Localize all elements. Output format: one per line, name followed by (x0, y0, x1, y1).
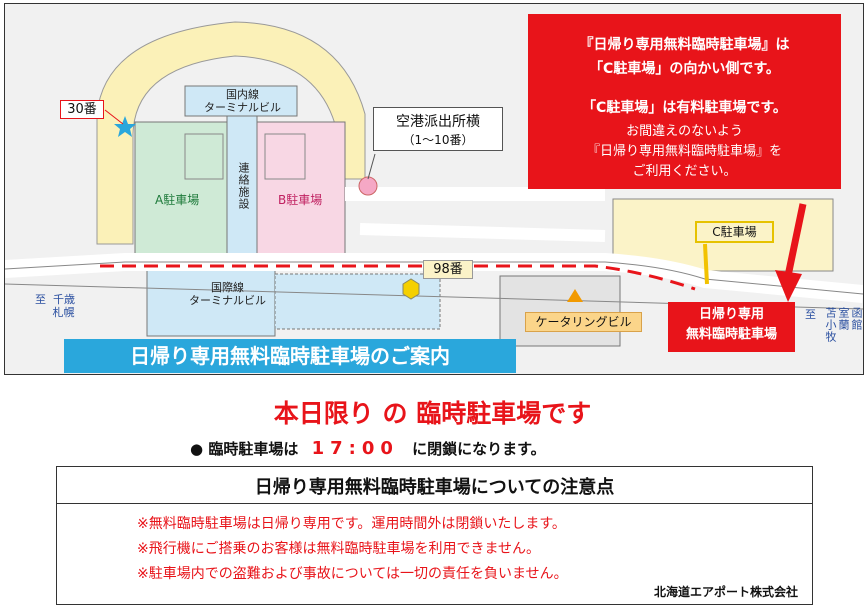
parking-a-label: A駐車場 (155, 193, 200, 207)
police-box-label: 空港派出所横 （1～10番） (373, 107, 503, 151)
catering-building-area (499, 275, 621, 347)
intl-terminal-area (146, 265, 276, 337)
gate-30-label: 30番 (60, 100, 104, 119)
notes-box: 日帰り専用無料臨時駐車場についての注意点 ※無料臨時駐車場は日帰り専用です。運用… (56, 466, 813, 605)
closing-suffix: に閉鎖になります。 (412, 440, 546, 458)
notice-line-6: ご利用ください。 (632, 164, 737, 179)
hexagon-marker (402, 278, 420, 300)
note-item: ※無料臨時駐車場は日帰り専用です。運用時間外は閉鎖いたします。 (137, 516, 566, 532)
map-drawing (5, 21, 863, 347)
notice-line-5: 『日帰り専用無料臨時駐車場』を (586, 144, 782, 159)
parking-c-label: C駐車場 (695, 221, 774, 243)
gate-98-label: 98番 (423, 260, 473, 279)
red-notice-box: 『日帰り専用無料臨時駐車場』は 「C駐車場」の向かい側です。 「C駐車場」は有料… (528, 14, 841, 189)
parking-a-area (134, 121, 231, 258)
parking-b-area (256, 121, 346, 258)
airport-map: 30番 国内線ターミナルビル 連絡施設 A駐車場 B駐車場 空港派出所横 （1～… (4, 3, 864, 375)
notice-line-3: 「C駐車場」は有料駐車場です。 (582, 100, 787, 116)
route-line (100, 264, 696, 291)
closing-prefix: 臨時駐車場は (208, 440, 299, 458)
direction-left: 至 千歳 札幌 (35, 293, 75, 319)
company-name: 北海道エアポート株式会社 (653, 585, 798, 599)
police-box-marker (358, 176, 378, 196)
direction-right-place-3: 函館 (850, 307, 863, 331)
apron-arc (96, 21, 366, 245)
note-item: ※飛行機にご搭乗のお客様は無料臨時駐車場を利用できません。 (137, 541, 541, 557)
intl-terminal-label: 国際線ターミナルビル (189, 281, 266, 307)
headline: 本日限り の 臨時駐車場です (273, 399, 592, 428)
notice-line-2: 「C駐車場」の向かい側です。 (589, 61, 780, 77)
notes-title: 日帰り専用無料臨時駐車場についての注意点 (254, 477, 615, 498)
note-item: ※駐車場内での盗難および事故については一切の責任を負いません。 (137, 566, 568, 582)
red-arrow (784, 203, 807, 277)
triangle-marker (567, 289, 583, 302)
connector-label: 連絡施設 (237, 162, 250, 210)
closing-notice: ● 臨時駐車場は 17:00 に閉鎖になります。 (190, 438, 546, 459)
notice-line-1: 『日帰り専用無料臨時駐車場』は (579, 37, 790, 53)
catering-label: ケータリングビル (525, 312, 642, 332)
domestic-terminal-area (184, 85, 298, 117)
temp-parking-box: 日帰り専用無料臨時駐車場 (668, 302, 795, 352)
domestic-terminal-label: 国内線ターミナルビル (204, 88, 281, 114)
direction-right-place-1: 苫小牧 (824, 307, 837, 343)
direction-right-to: 至 (805, 308, 816, 321)
parking-b-label: B駐車場 (278, 193, 323, 207)
star-icon (114, 116, 136, 137)
bullet-icon: ● (190, 440, 204, 458)
direction-right-place-2: 室蘭 (837, 307, 850, 331)
closing-time: 17:00 (311, 438, 399, 459)
notice-line-4: お間違えのないよう (626, 124, 743, 139)
guide-banner: 日帰り専用無料臨時駐車場のご案内 (64, 339, 516, 373)
